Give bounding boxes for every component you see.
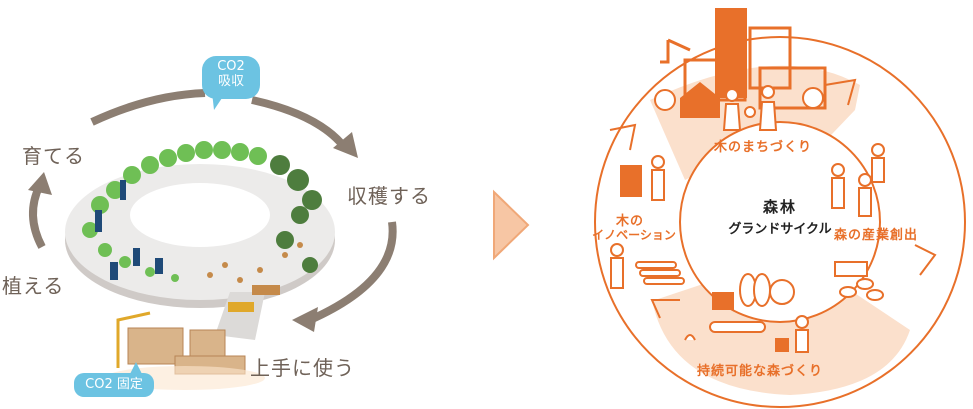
co2-absorb-bubble: CO2 吸収 <box>202 56 260 99</box>
co2-absorb-bubble-tail <box>212 92 226 110</box>
forest-ring-illustration <box>65 141 335 390</box>
forest-cycle-diagram: CO2 吸収 CO2 固定 育てる 収穫する 上手に使う 植える <box>0 0 480 409</box>
co2-fix-label: CO2 固定 <box>85 377 143 392</box>
step-use-label: 上手に使う <box>250 356 355 380</box>
grand-cycle-graphic <box>594 8 966 408</box>
co2-absorb-line1: CO2 <box>217 59 245 74</box>
forest-grand-cycle-diagram: 森林 グランドサイクル 木のまちづくり 森の産業創出 持続可能な森づくり 木の … <box>590 0 973 409</box>
transition-arrow-icon <box>493 189 530 261</box>
step-plant-label: 植える <box>2 274 65 298</box>
segment-forest-label: 持続可能な森づくり <box>696 364 823 379</box>
segment-town-label: 木のまちづくり <box>713 140 812 155</box>
center-title-line1: 森林 <box>762 198 797 216</box>
step-grow-label: 育てる <box>22 144 85 168</box>
co2-absorb-line2: 吸収 <box>217 74 244 89</box>
center-title-line2: グランドサイクル <box>728 222 832 237</box>
segment-innovation-label-line1: 木の <box>615 214 644 229</box>
co2-fix-bubble: CO2 固定 <box>74 373 154 397</box>
step-harvest-label: 収穫する <box>347 184 431 208</box>
co2-fix-bubble-tail <box>130 362 142 374</box>
segment-industry-label: 森の産業創出 <box>833 228 918 243</box>
cycle-arrows <box>28 89 397 332</box>
segment-innovation-label-line2: イノベーション <box>592 228 676 242</box>
